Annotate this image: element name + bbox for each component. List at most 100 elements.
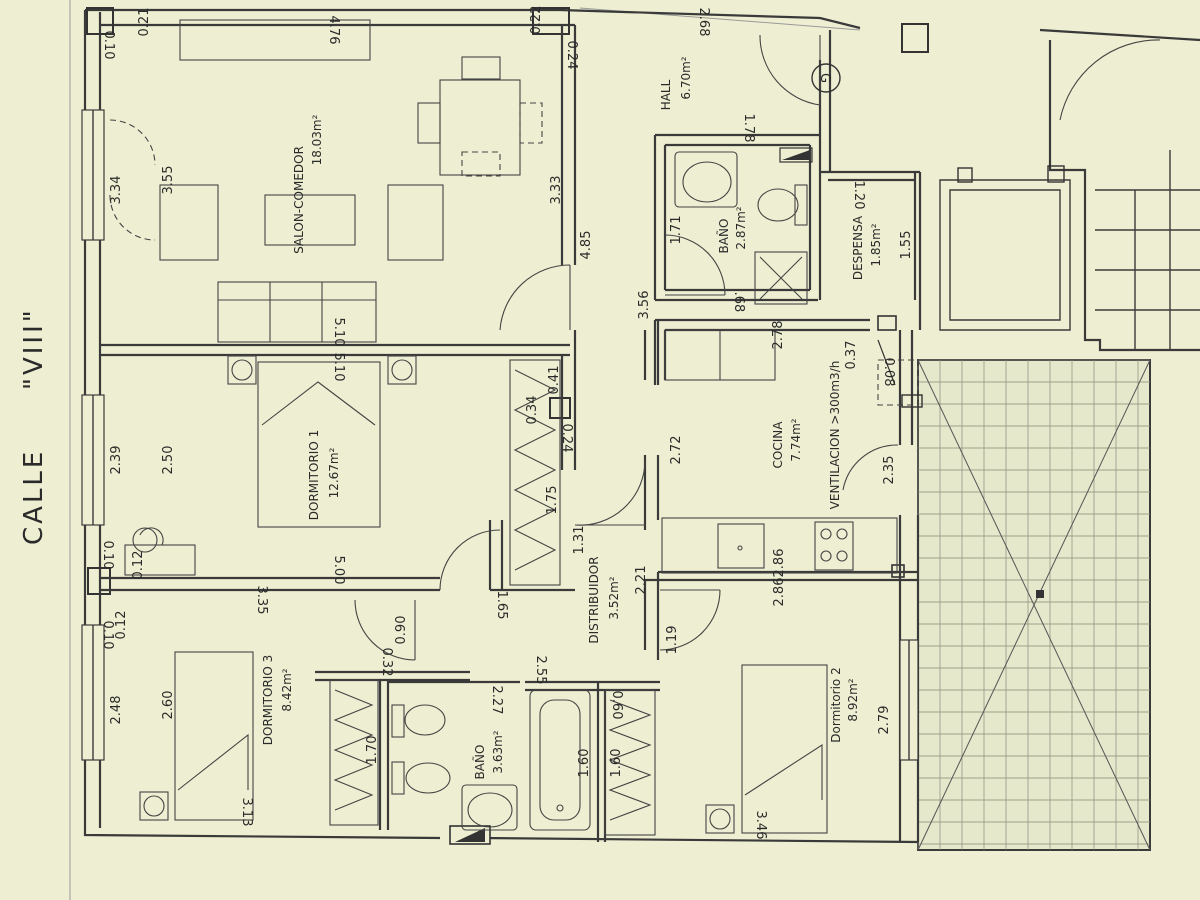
- wall-dorm1-dorm3: [100, 576, 440, 592]
- dimension-label: 0.10: [101, 31, 116, 60]
- dimension-label: .68: [731, 292, 746, 313]
- room-dorm2-name: Dormitorio 2: [829, 667, 843, 742]
- room-salon-name: SALON-COMEDOR: [292, 146, 306, 254]
- dining-chair-left: [417, 102, 441, 144]
- column-kitchen: [877, 315, 897, 331]
- room-bano2-area: 3.63m²: [491, 730, 505, 773]
- kitchen-sink-drain: [737, 545, 743, 551]
- terrace-area: [917, 359, 1151, 851]
- wall-dorm3-right: [378, 680, 390, 830]
- dimension-label: 4.85: [579, 231, 594, 260]
- dimension-label: 3.34: [109, 176, 124, 205]
- bano2-tub-drain: [556, 804, 564, 812]
- room-dorm1-name: DORMITORIO 1: [307, 430, 321, 520]
- bano1-vent: [779, 147, 813, 163]
- door-salon: [499, 264, 571, 331]
- room-labels: SALON-COMEDOR 18.03m² HALL 6.70m² BAÑO 2…: [261, 56, 883, 779]
- dimension-label: 5.10: [331, 318, 346, 347]
- dimension-label: 0.34: [525, 396, 540, 425]
- kitchen-fixtures: [661, 329, 923, 574]
- dimension-label: 0.10: [100, 621, 115, 650]
- terrace-drain: [1036, 590, 1044, 598]
- dimension-label: 2.68: [696, 8, 711, 37]
- dining-chair-right: [519, 102, 543, 144]
- salon-furniture: [159, 19, 543, 343]
- column-top-mid: [532, 7, 570, 35]
- elevator-shaft: [939, 179, 1071, 331]
- sofa-cushions: [218, 282, 376, 342]
- dorm3-bed-sheet: [177, 733, 249, 791]
- room-bano1-name: BAÑO: [716, 219, 731, 254]
- dimension-label: 5.00: [331, 556, 346, 585]
- door-kitchen-terrace: [842, 444, 899, 491]
- terrace-diagonal-b: [917, 359, 1151, 851]
- wall-distributor-kitchen-top: [643, 320, 660, 385]
- dorm2-bed: [741, 664, 828, 834]
- apartment-walls: [81, 7, 929, 844]
- doors: [109, 34, 899, 661]
- dorm3-bed: [174, 651, 254, 821]
- wall-salon-dorm1: [100, 343, 570, 357]
- bano2-fixtures: [391, 689, 656, 836]
- room-bano2-name: BAÑO: [472, 745, 487, 780]
- armchair-left: [159, 184, 219, 261]
- bano1-sink: [682, 161, 732, 203]
- staircase-area: [939, 28, 1200, 352]
- bano1-shower-slope: [759, 256, 803, 300]
- wall-hall-right: [818, 30, 832, 172]
- wall-despensa: [820, 170, 922, 330]
- ventilation-note: VENTILACION >300m3/h: [828, 361, 842, 510]
- dining-chair-bottom: [461, 151, 501, 177]
- bano2-toilet: [405, 762, 451, 794]
- dorm2-lamp: [709, 808, 731, 830]
- bano2-sink-counter: [461, 784, 518, 831]
- dorm1-nightstand-right: [387, 355, 417, 385]
- sofa: [217, 281, 377, 343]
- outer-wall-top: [85, 8, 861, 30]
- dimension-label: 1.19: [665, 626, 680, 655]
- gas-meter-label: G: [817, 73, 832, 83]
- wall-bano2-top: [388, 680, 660, 692]
- shaft-bottom-mark: [455, 828, 485, 842]
- column-top-right: [901, 23, 929, 53]
- ventilation-arrow: [877, 339, 896, 386]
- wall-dorm1-bottom-right: [488, 520, 575, 592]
- stair-steps: [1095, 150, 1200, 350]
- gas-meter: G: [811, 63, 841, 93]
- dorm2-wardrobe-hangers: [608, 699, 652, 821]
- column-top-left: [86, 7, 114, 35]
- room-dorm3-area: 8.42m²: [280, 668, 294, 711]
- dimension-label: 1.70: [365, 736, 380, 765]
- dimension-label: 2.72: [669, 436, 684, 465]
- armchair-right: [387, 184, 444, 261]
- dorm1-lamp-left: [231, 359, 253, 381]
- dimension-label: 2.27: [489, 686, 504, 715]
- dorm1-desk-chair: [132, 527, 158, 553]
- bano2-bathtub: [529, 689, 591, 831]
- bano2-toilet-tank: [391, 761, 405, 795]
- dimension-label: 0.32: [379, 648, 394, 677]
- room-hall-area: 6.70m²: [679, 56, 693, 99]
- wall-salon-right: [560, 25, 577, 265]
- room-hall-name: HALL: [659, 79, 673, 110]
- bano2-bathtub-inner: [539, 699, 581, 821]
- dorm1-bed-sheet: [261, 381, 376, 426]
- dimension-label: 1.78: [741, 114, 756, 143]
- bano1-vent-mark: [782, 150, 810, 160]
- room-dorm1-area: 12.67m²: [327, 447, 341, 498]
- dimension-label: 1.60: [577, 749, 592, 778]
- dimension-label: 2.79: [877, 706, 892, 735]
- dimension-label: 2.35: [882, 456, 897, 485]
- dimension-label: 0.37: [844, 341, 859, 370]
- hob-burner-3: [820, 550, 832, 562]
- dimension-label: 0.24: [564, 41, 579, 70]
- dorm2-nightstand: [705, 804, 735, 834]
- dorm3-lamp: [143, 795, 165, 817]
- kitchen-sink: [717, 523, 765, 569]
- dorm3-furniture: [139, 651, 379, 826]
- gas-meter-circle: [811, 63, 841, 93]
- column-left-mid: [87, 567, 111, 595]
- dimension-label: 1.60: [609, 749, 624, 778]
- dimension-label: 1.75: [545, 486, 560, 515]
- dimension-label: 0.60: [609, 691, 624, 720]
